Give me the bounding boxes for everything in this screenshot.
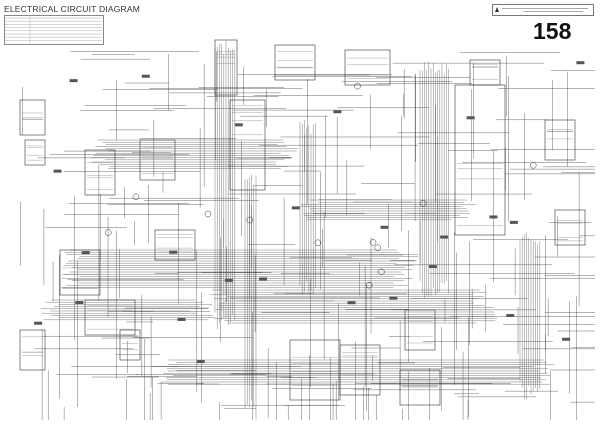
connector xyxy=(389,296,398,300)
component-box xyxy=(454,84,506,236)
relay-coil xyxy=(354,82,361,90)
connector xyxy=(259,277,268,281)
component-box xyxy=(339,344,381,396)
connector xyxy=(169,250,178,254)
connector xyxy=(234,123,243,127)
component-box xyxy=(469,59,501,86)
connector xyxy=(506,314,515,318)
relay-coil xyxy=(132,193,140,201)
connector xyxy=(489,215,498,219)
connector xyxy=(224,278,233,282)
connector xyxy=(380,225,389,229)
connector xyxy=(177,317,186,321)
connector xyxy=(466,116,475,120)
connector xyxy=(34,321,43,325)
component-box xyxy=(59,249,101,296)
component-box xyxy=(84,299,136,336)
relay-coil xyxy=(530,162,537,169)
component-box xyxy=(19,329,46,371)
component-box xyxy=(214,39,238,96)
relay-coil xyxy=(104,229,112,236)
caution-note xyxy=(492,4,594,16)
component-box xyxy=(229,99,266,191)
component-box xyxy=(399,369,441,406)
connector xyxy=(141,74,150,78)
relay-coil xyxy=(365,281,373,289)
revision-table xyxy=(4,15,104,45)
component-box xyxy=(84,149,116,196)
page-number: 158 xyxy=(533,18,572,44)
connector xyxy=(69,79,78,83)
relay-coil xyxy=(204,210,212,218)
connector xyxy=(576,61,585,65)
relay-coil xyxy=(369,239,377,246)
component-box xyxy=(289,339,341,401)
connector xyxy=(81,251,90,255)
connector xyxy=(196,360,205,364)
component-box xyxy=(24,139,46,166)
connector xyxy=(509,220,518,224)
connector xyxy=(333,110,342,114)
component-box xyxy=(139,139,176,181)
connector xyxy=(53,169,62,173)
component-box xyxy=(554,209,586,246)
connector xyxy=(428,265,437,269)
relay-coil xyxy=(246,216,254,224)
component-box xyxy=(119,329,141,361)
caution-icon xyxy=(495,7,499,12)
component-box xyxy=(19,99,46,136)
component-box xyxy=(154,229,196,261)
relay-coil xyxy=(378,268,385,276)
connector xyxy=(440,235,449,239)
connector xyxy=(562,337,571,341)
connector xyxy=(291,206,300,210)
connector xyxy=(75,301,84,305)
component-box xyxy=(544,119,576,161)
connector xyxy=(347,301,356,305)
component-box xyxy=(404,309,436,351)
relay-coil xyxy=(314,239,322,247)
relay-coil xyxy=(419,200,427,207)
page-title: ELECTRICAL CIRCUIT DIAGRAM xyxy=(4,4,141,14)
relay-coil xyxy=(374,244,381,252)
component-box xyxy=(274,44,316,81)
component-box xyxy=(344,49,391,86)
